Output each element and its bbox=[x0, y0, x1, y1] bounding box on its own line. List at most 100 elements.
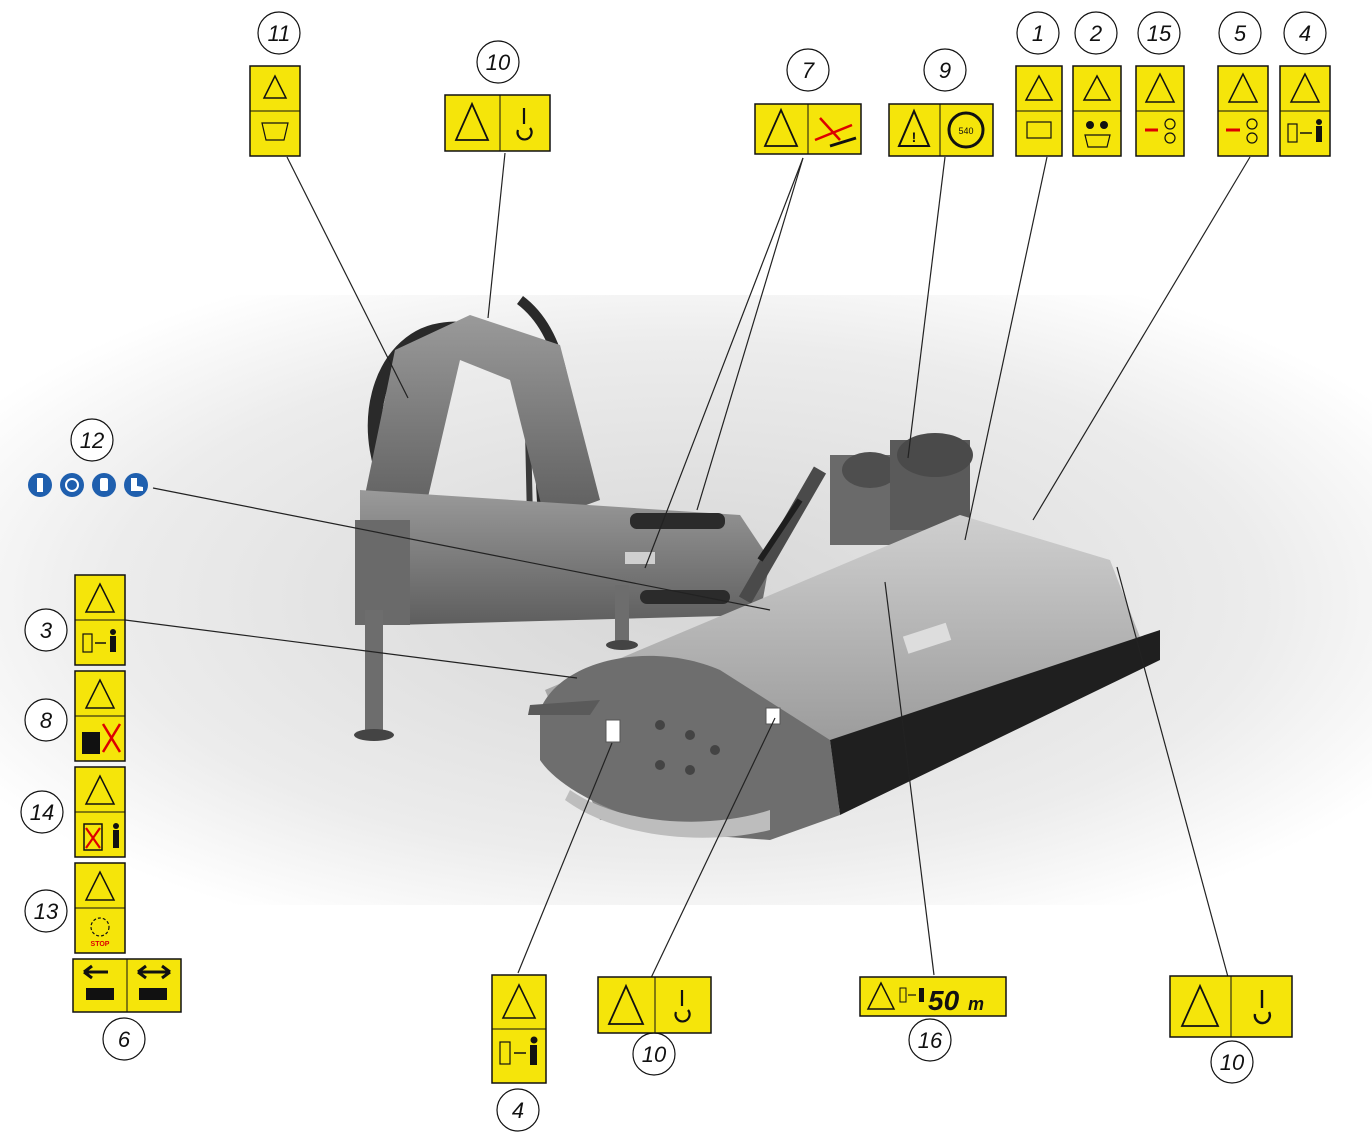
crushing-load-icon bbox=[1180, 983, 1220, 1027]
svg-text:!: ! bbox=[912, 129, 917, 145]
warning-triangle-icon bbox=[1082, 74, 1112, 101]
warning-triangle-icon bbox=[262, 74, 288, 99]
lifting-hook-icon bbox=[674, 990, 691, 1023]
svg-text:10: 10 bbox=[1220, 1050, 1245, 1075]
decal-16: 50 m bbox=[859, 976, 1007, 1017]
callout-10-bottom-right: 10 bbox=[1210, 1040, 1254, 1084]
decal-4-bottom bbox=[491, 974, 547, 1084]
no-hands-icon bbox=[814, 117, 853, 142]
svg-text:14: 14 bbox=[30, 800, 54, 825]
decal-5 bbox=[1217, 65, 1269, 157]
decal-3 bbox=[74, 574, 126, 666]
manual-book-icon bbox=[1026, 121, 1052, 139]
callout-16: 16 bbox=[908, 1018, 952, 1062]
svg-text:7: 7 bbox=[802, 58, 815, 83]
decal-7 bbox=[754, 103, 862, 155]
callout-4-top: 4 bbox=[1283, 11, 1327, 55]
svg-text:10: 10 bbox=[642, 1042, 667, 1067]
callout-5: 5 bbox=[1218, 11, 1262, 55]
decal-10-bottom-left bbox=[597, 976, 712, 1034]
callout-numbers: 11 10 7 9 1 2 15 5 4 12 3 8 14 13 6 4 10… bbox=[20, 11, 1327, 1132]
tractor-icon bbox=[139, 988, 167, 1000]
svg-text:13: 13 bbox=[34, 899, 59, 924]
callout-7: 7 bbox=[786, 48, 830, 92]
callout-3: 3 bbox=[24, 608, 68, 652]
callout-14: 14 bbox=[20, 790, 64, 834]
person-icon bbox=[530, 1045, 537, 1065]
callout-10-top: 10 bbox=[476, 40, 520, 84]
callout-1: 1 bbox=[1016, 11, 1060, 55]
svg-text:4: 4 bbox=[1299, 21, 1311, 46]
person-icon bbox=[1316, 126, 1322, 142]
callout-6: 6 bbox=[102, 1017, 146, 1061]
person-icon bbox=[110, 636, 116, 652]
fluid-injection-icon bbox=[763, 107, 799, 147]
svg-text:10: 10 bbox=[486, 50, 511, 75]
svg-text:12: 12 bbox=[80, 428, 104, 453]
arrow-left-icon bbox=[83, 964, 108, 980]
decal-4-top bbox=[1279, 65, 1331, 157]
callout-10-bottom-left: 10 bbox=[632, 1032, 676, 1076]
warning-triangle-icon bbox=[897, 108, 931, 147]
svg-text:9: 9 bbox=[939, 58, 951, 83]
warning-triangle-icon bbox=[84, 774, 116, 805]
callout-4-bottom: 4 bbox=[496, 1088, 540, 1132]
svg-text:m: m bbox=[968, 994, 984, 1014]
lifting-hook-icon bbox=[1253, 990, 1272, 1025]
warning-triangle-icon bbox=[501, 983, 537, 1019]
decal-2 bbox=[1072, 65, 1122, 157]
manual-book-icon bbox=[1084, 134, 1111, 148]
svg-text:50: 50 bbox=[928, 985, 960, 1016]
thrown-objects-icon bbox=[866, 981, 896, 1010]
decal-9: ! 540 bbox=[888, 103, 994, 157]
svg-text:STOP: STOP bbox=[91, 941, 110, 948]
thrown-objects-icon bbox=[1144, 72, 1176, 103]
manual-book-icon bbox=[261, 122, 289, 141]
decal-12-ppe bbox=[28, 473, 148, 497]
rotating-blades-icon bbox=[84, 870, 116, 901]
crushing-load-icon bbox=[607, 983, 645, 1025]
arrow-both-icon bbox=[137, 964, 171, 980]
lifting-hook-icon bbox=[516, 108, 533, 141]
svg-text:5: 5 bbox=[1234, 21, 1247, 46]
callout-8: 8 bbox=[24, 698, 68, 742]
decal-1 bbox=[1015, 65, 1063, 157]
no-standing-icon bbox=[101, 723, 122, 753]
warning-triangle-icon bbox=[84, 678, 116, 709]
svg-text:3: 3 bbox=[40, 618, 53, 643]
decal-13: STOP bbox=[74, 862, 126, 954]
warning-triangle-icon bbox=[84, 582, 116, 613]
svg-text:540: 540 bbox=[958, 126, 973, 136]
svg-text:2: 2 bbox=[1089, 21, 1102, 46]
decal-11 bbox=[249, 65, 301, 157]
crushing-load-icon bbox=[454, 101, 490, 141]
decal-15 bbox=[1135, 65, 1185, 157]
leader-lines bbox=[124, 152, 1251, 981]
svg-text:15: 15 bbox=[1147, 21, 1172, 46]
callout-13: 13 bbox=[24, 889, 68, 933]
callout-12: 12 bbox=[70, 418, 114, 462]
decal-14 bbox=[74, 766, 126, 858]
callout-11: 11 bbox=[257, 11, 301, 55]
rotating-blades-icon bbox=[1227, 72, 1259, 103]
decal-6 bbox=[72, 958, 182, 1013]
person-icon bbox=[113, 830, 119, 848]
svg-text:4: 4 bbox=[512, 1098, 524, 1123]
warning-triangle-icon bbox=[1024, 74, 1054, 101]
callout-9: 9 bbox=[923, 48, 967, 92]
decal-10-top bbox=[444, 94, 551, 152]
rotor-icon bbox=[90, 917, 110, 937]
callout-15: 15 bbox=[1137, 11, 1181, 55]
svg-text:11: 11 bbox=[268, 21, 291, 46]
ear-protection-icon bbox=[60, 473, 84, 497]
callout-2: 2 bbox=[1074, 11, 1118, 55]
decal-10-bottom-right bbox=[1169, 975, 1293, 1038]
svg-text:6: 6 bbox=[118, 1027, 131, 1052]
pto-rotation-icon bbox=[947, 111, 985, 149]
tractor-icon bbox=[86, 988, 114, 1000]
person-icon bbox=[919, 988, 924, 1002]
warning-triangle-icon bbox=[1289, 72, 1321, 103]
svg-text:1: 1 bbox=[1032, 21, 1044, 46]
svg-text:8: 8 bbox=[40, 708, 53, 733]
